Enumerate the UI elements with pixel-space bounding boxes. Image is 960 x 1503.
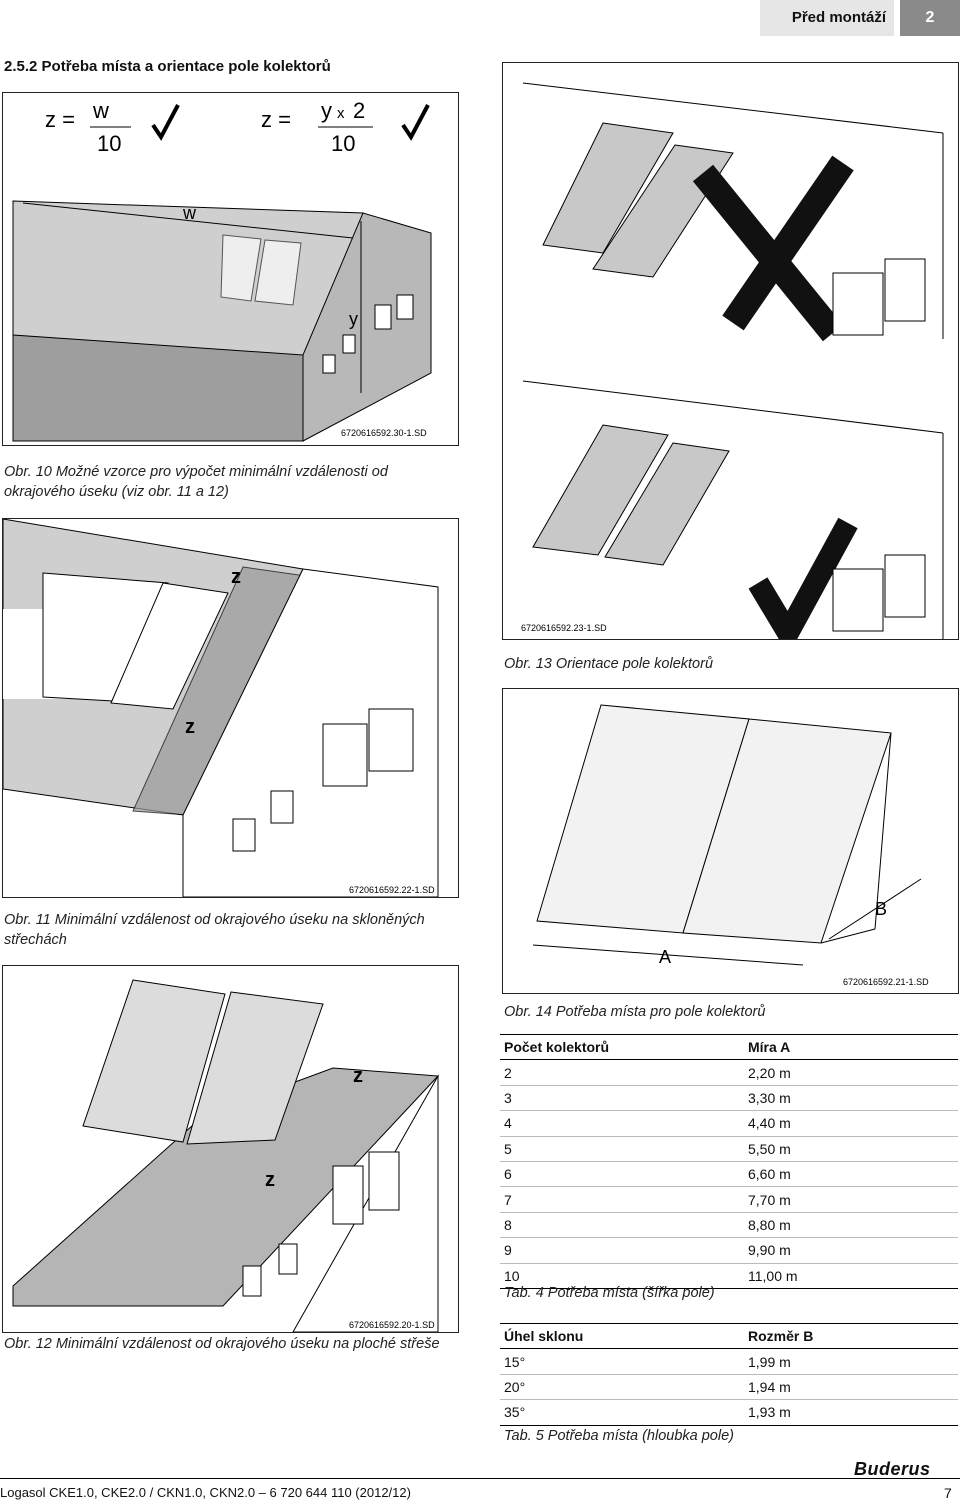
fig13-code: 6720616592.23-1.SD xyxy=(521,623,607,633)
table-row: 2 2,20 m xyxy=(500,1060,958,1086)
figure-10-illustration: z = w 10 z = y x 2 10 w y 6720616592.30-… xyxy=(12,98,432,442)
table-row: 8 8,80 m xyxy=(500,1212,958,1238)
table-header-row: Úhel sklonu Rozměr B xyxy=(500,1323,958,1349)
formula1-den: 10 xyxy=(97,131,121,156)
fig12-caption: Obr. 12 Minimální vzdálenost od okrajové… xyxy=(4,1336,440,1352)
table-cell: 1,93 m xyxy=(748,1404,791,1421)
fig10-code: 6720616592.30-1.SD xyxy=(341,428,427,438)
figure-14: A B 6720616592.21-1.SD xyxy=(502,688,959,994)
fig11-label-z-bottom: z xyxy=(185,716,195,738)
figure-14-illustration: A B 6720616592.21-1.SD xyxy=(532,704,929,987)
table-row: 10 11,00 m xyxy=(500,1263,958,1289)
table-row: 4 4,40 m xyxy=(500,1111,958,1137)
figure-12-illustration: z z 6720616592.20-1.SD xyxy=(12,979,440,1332)
table-row: 3 3,30 m xyxy=(500,1085,958,1111)
fig10-label-y: y xyxy=(349,309,358,329)
table-cell: 9,90 m xyxy=(748,1242,791,1259)
table-cell: 4 xyxy=(504,1115,512,1132)
fig12-code: 6720616592.20-1.SD xyxy=(349,1320,435,1330)
fig14-code: 6720616592.21-1.SD xyxy=(843,977,929,987)
fig10-caption: Obr. 10 Možné vzorce pro výpočet minimál… xyxy=(4,464,388,500)
fig14-caption: Obr. 14 Potřeba místa pro pole kolektorů xyxy=(504,1004,766,1020)
figure-11-illustration: z z 6720616592.22-1.SD xyxy=(3,519,439,897)
figure-12: z z 6720616592.20-1.SD xyxy=(2,965,459,1333)
table-5: Úhel sklonu Rozměr B 15° 1,99 m 20° 1,94 m… xyxy=(500,1323,958,1426)
check-icon xyxy=(151,104,180,141)
figure-10: z = w 10 z = y x 2 10 w y 6720616592.30-… xyxy=(2,92,459,446)
fig11-label-z-top: z xyxy=(231,566,241,588)
table-4: Počet kolektorů Míra A 2 2,20 m 3 3,30 m 4… xyxy=(500,1034,958,1289)
table-cell: 10 xyxy=(504,1267,520,1284)
formula2-times: x xyxy=(337,105,345,122)
table-cell: 1,94 m xyxy=(748,1378,791,1395)
formula2-num-a: y xyxy=(321,98,332,123)
table-cell: 9 xyxy=(504,1242,512,1259)
fig10-label-w: w xyxy=(182,203,197,223)
table-header-cell: Rozměr B xyxy=(748,1328,814,1345)
table-cell: 8,80 m xyxy=(748,1216,791,1233)
header-page-number: 2 xyxy=(900,0,960,36)
fig13-caption: Obr. 13 Orientace pole kolektorů xyxy=(504,656,714,672)
brand-logo: Buderus xyxy=(854,1459,931,1479)
table-row: 15° 1,99 m xyxy=(500,1349,958,1375)
table-header-cell: Míra A xyxy=(748,1039,791,1056)
header-title: Před montáží xyxy=(760,0,894,36)
table-cell: 8 xyxy=(504,1216,512,1233)
table-row: 9 9,90 m xyxy=(500,1238,958,1264)
table-cell: 3 xyxy=(504,1089,512,1106)
table-row: 20° 1,94 m xyxy=(500,1374,958,1400)
table-cell: 7 xyxy=(504,1191,512,1208)
figure-13-illustration: 6720616592.23-1.SD xyxy=(521,82,944,639)
table-cell: 2,20 m xyxy=(748,1064,791,1081)
table-cell: 11,00 m xyxy=(748,1267,798,1284)
figure-13: 6720616592.23-1.SD xyxy=(502,62,959,640)
formula1-lhs: z = xyxy=(45,107,75,132)
check-icon xyxy=(401,104,430,141)
table-cell: 6,60 m xyxy=(748,1166,791,1183)
table-cell: 3,30 m xyxy=(748,1089,791,1106)
cross-icon xyxy=(692,155,854,342)
table-header-cell: Úhel sklonu xyxy=(504,1328,584,1345)
table-row: 6 6,60 m xyxy=(500,1161,958,1187)
fig14-label-b: B xyxy=(875,899,887,919)
table-cell: 4,40 m xyxy=(748,1115,791,1132)
fig11-caption: Obr. 11 Minimální vzdálenost od okrajové… xyxy=(4,912,425,948)
footer-page-number: 7 xyxy=(944,1485,952,1501)
table-header-row: Počet kolektorů Míra A xyxy=(500,1034,958,1060)
formula2-lhs: z = xyxy=(261,107,291,132)
section-title: 2.5.2 Potřeba místa a orientace pole kol… xyxy=(4,58,331,75)
table-header-cell: Počet kolektorů xyxy=(504,1039,610,1056)
footer-document-id: Logasol CKE1.0, CKE2.0 / CKN1.0, CKN2.0 … xyxy=(0,1485,411,1500)
table-cell: 7,70 m xyxy=(748,1191,791,1208)
fig11-code: 6720616592.22-1.SD xyxy=(349,885,435,895)
figure-11: z z 6720616592.22-1.SD xyxy=(2,518,459,898)
formula2-den: 10 xyxy=(331,131,355,156)
table-cell: 20° xyxy=(504,1378,526,1395)
table-cell: 6 xyxy=(504,1166,512,1183)
table5-caption: Tab. 5 Potřeba místa (hloubka pole) xyxy=(504,1428,734,1444)
table-row: 5 5,50 m xyxy=(500,1136,958,1162)
table-cell: 35° xyxy=(504,1404,526,1421)
formula1-num: w xyxy=(92,98,109,123)
table-cell: 2 xyxy=(504,1064,512,1081)
table-cell: 5,50 m xyxy=(748,1140,791,1157)
fig14-label-a: A xyxy=(659,947,671,967)
table-row: 35° 1,93 m xyxy=(500,1400,958,1426)
table-cell: 15° xyxy=(504,1353,526,1370)
table-cell: 1,99 m xyxy=(748,1353,791,1370)
fig12-label-z-top: z xyxy=(353,1065,363,1087)
table4-caption: Tab. 4 Potřeba místa (šířka pole) xyxy=(504,1285,715,1301)
table-cell: 5 xyxy=(504,1140,512,1157)
table-row: 7 7,70 m xyxy=(500,1187,958,1213)
check-icon xyxy=(748,517,858,639)
formula2-num-b: 2 xyxy=(353,98,365,123)
fig12-label-z-bottom: z xyxy=(265,1169,275,1191)
